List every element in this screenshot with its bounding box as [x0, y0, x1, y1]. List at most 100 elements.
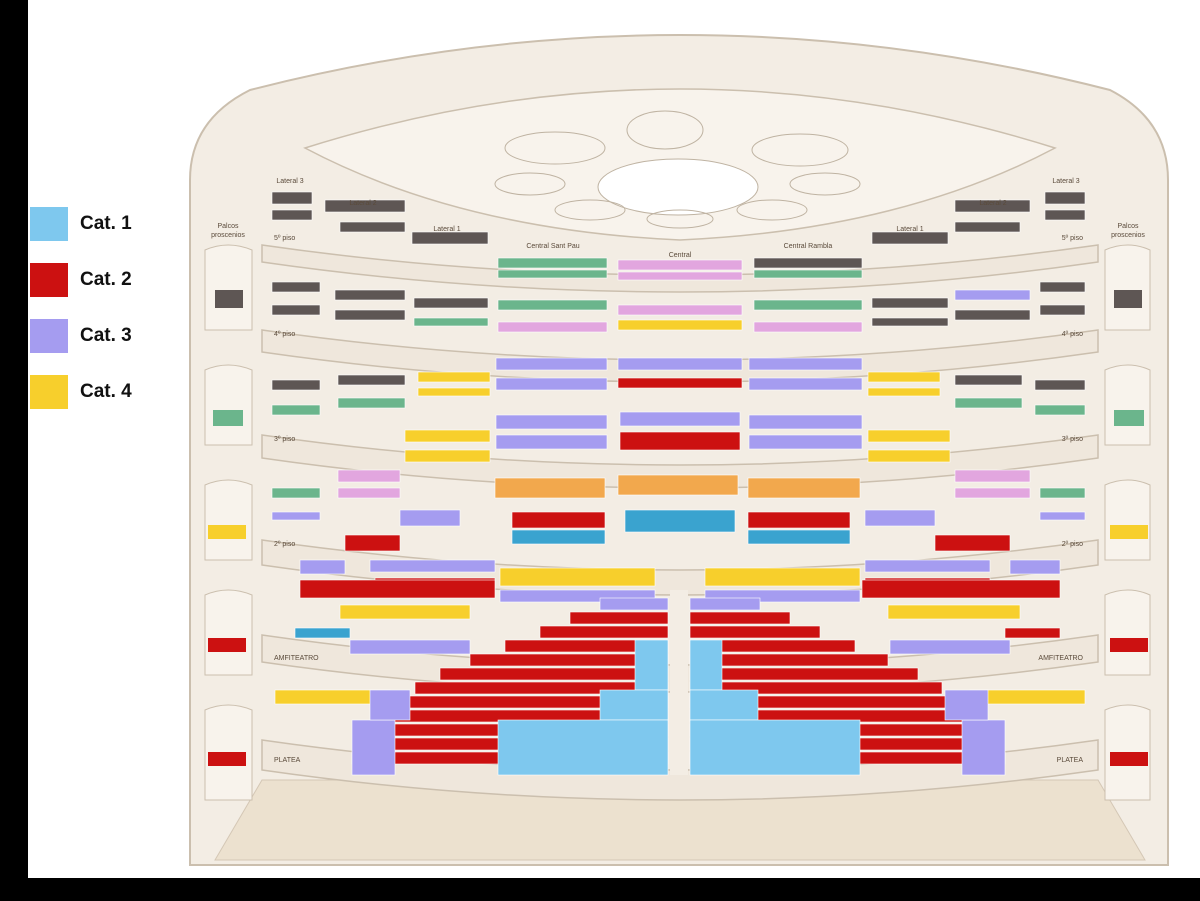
- seat-block[interactable]: [1044, 209, 1086, 221]
- seat-block[interactable]: [399, 509, 461, 527]
- seat-block[interactable]: [689, 639, 723, 691]
- seat-block[interactable]: [867, 429, 951, 443]
- seat-block[interactable]: [617, 271, 743, 281]
- box-seat[interactable]: [1110, 525, 1148, 539]
- seat-block[interactable]: [871, 317, 949, 327]
- seat-block[interactable]: [599, 689, 669, 721]
- seat-block[interactable]: [337, 374, 406, 386]
- seat-block[interactable]: [954, 397, 1023, 409]
- seat-block[interactable]: [1039, 281, 1086, 293]
- seat-block[interactable]: [889, 639, 1011, 655]
- seat-block[interactable]: [747, 529, 851, 545]
- seat-block[interactable]: [539, 625, 669, 639]
- box-seat[interactable]: [215, 290, 243, 308]
- seat-block[interactable]: [497, 719, 669, 776]
- seat-block[interactable]: [1009, 559, 1061, 575]
- box-seat[interactable]: [213, 410, 243, 426]
- seat-block[interactable]: [404, 429, 491, 443]
- seat-block[interactable]: [944, 689, 989, 721]
- seat-block[interactable]: [617, 357, 743, 371]
- seat-block[interactable]: [417, 371, 491, 383]
- seat-block[interactable]: [689, 611, 791, 625]
- seat-block[interactable]: [617, 304, 743, 316]
- seat-block[interactable]: [861, 579, 1061, 599]
- box-seat[interactable]: [1110, 638, 1148, 652]
- seat-block[interactable]: [867, 371, 941, 383]
- seat-block[interactable]: [1034, 379, 1086, 391]
- seat-block[interactable]: [689, 667, 919, 681]
- seat-block[interactable]: [339, 604, 471, 620]
- seat-block[interactable]: [339, 221, 406, 233]
- seat-block[interactable]: [954, 289, 1031, 301]
- box-seat[interactable]: [1110, 752, 1148, 766]
- seat-block[interactable]: [1039, 487, 1086, 499]
- seat-block[interactable]: [511, 511, 606, 529]
- seat-block[interactable]: [495, 434, 608, 450]
- seat-block[interactable]: [617, 259, 743, 271]
- seat-block[interactable]: [271, 379, 321, 391]
- seat-block[interactable]: [495, 377, 608, 391]
- box-seat[interactable]: [208, 525, 246, 539]
- seat-block[interactable]: [337, 397, 406, 409]
- seat-block[interactable]: [934, 534, 1011, 552]
- seat-block[interactable]: [337, 487, 401, 499]
- seat-block[interactable]: [617, 377, 743, 389]
- seat-block[interactable]: [954, 199, 1031, 213]
- seat-block[interactable]: [887, 604, 1021, 620]
- seat-block[interactable]: [495, 414, 608, 430]
- seat-block[interactable]: [689, 597, 761, 611]
- seat-block[interactable]: [324, 199, 406, 213]
- legend-item-cat1[interactable]: Cat. 1: [30, 204, 190, 244]
- box-seat[interactable]: [1114, 410, 1144, 426]
- seat-block[interactable]: [748, 414, 863, 430]
- seat-block[interactable]: [753, 321, 863, 333]
- seat-block[interactable]: [404, 449, 491, 463]
- seat-block[interactable]: [369, 689, 411, 721]
- box-seat[interactable]: [208, 752, 246, 766]
- seat-block[interactable]: [748, 377, 863, 391]
- seat-block[interactable]: [344, 534, 401, 552]
- seat-block[interactable]: [747, 511, 851, 529]
- seat-block[interactable]: [497, 299, 608, 311]
- seat-block[interactable]: [617, 474, 739, 496]
- seat-block[interactable]: [334, 309, 406, 321]
- seat-block[interactable]: [954, 221, 1021, 233]
- seat-block[interactable]: [619, 431, 741, 451]
- seat-block[interactable]: [1044, 191, 1086, 205]
- seat-block[interactable]: [871, 297, 949, 309]
- seat-block[interactable]: [624, 509, 736, 533]
- seat-block[interactable]: [748, 434, 863, 450]
- seat-block[interactable]: [417, 387, 491, 397]
- seat-block[interactable]: [864, 509, 936, 527]
- seat-block[interactable]: [954, 469, 1031, 483]
- seat-block[interactable]: [867, 387, 941, 397]
- seat-block[interactable]: [439, 667, 669, 681]
- seat-block[interactable]: [954, 374, 1023, 386]
- seat-block[interactable]: [351, 719, 396, 776]
- seat-block[interactable]: [271, 487, 321, 499]
- seat-block[interactable]: [748, 357, 863, 371]
- seat-block[interactable]: [497, 269, 608, 279]
- seat-block[interactable]: [689, 719, 861, 776]
- seat-block[interactable]: [413, 297, 489, 309]
- seat-block[interactable]: [337, 469, 401, 483]
- seat-block[interactable]: [954, 487, 1031, 499]
- seat-block[interactable]: [689, 625, 821, 639]
- seat-block[interactable]: [294, 627, 351, 639]
- seat-block[interactable]: [1034, 404, 1086, 416]
- seat-block[interactable]: [617, 319, 743, 331]
- seat-block[interactable]: [271, 404, 321, 416]
- seat-block[interactable]: [599, 597, 669, 611]
- seat-block[interactable]: [747, 477, 861, 499]
- seat-block[interactable]: [271, 281, 321, 293]
- seat-block[interactable]: [497, 257, 608, 269]
- seat-block[interactable]: [369, 559, 496, 573]
- seat-block[interactable]: [411, 231, 489, 245]
- seat-block[interactable]: [753, 299, 863, 311]
- seat-block[interactable]: [299, 579, 496, 599]
- legend-item-cat3[interactable]: Cat. 3: [30, 316, 190, 356]
- legend-item-cat2[interactable]: Cat. 2: [30, 260, 190, 300]
- seat-block[interactable]: [271, 191, 313, 205]
- seat-block[interactable]: [271, 304, 321, 316]
- seat-block[interactable]: [619, 411, 741, 427]
